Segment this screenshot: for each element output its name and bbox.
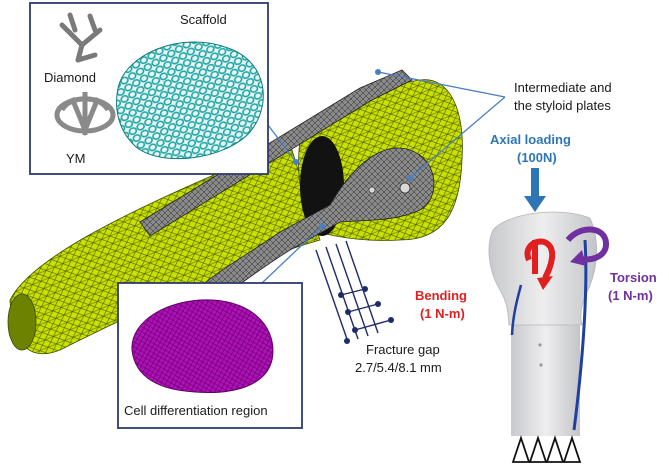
model-plate-wire-left — [510, 284, 523, 336]
plates-label-line1: Intermediate and — [514, 80, 612, 95]
axial-loading-value: (100N) — [517, 150, 557, 165]
model-base-rod — [511, 318, 580, 436]
callout-dot — [293, 159, 299, 165]
loading-model — [488, 211, 597, 463]
callout-dot — [407, 175, 413, 181]
styloid-plate-top — [139, 69, 413, 237]
torsion-arrow-icon — [565, 226, 609, 266]
fracture-gap-label: Fracture gap — [366, 342, 440, 357]
scaffold-inset: Scaffold Diamond YM — [29, 2, 269, 175]
callout-dot — [375, 69, 381, 75]
callout-line-plate-mid — [409, 96, 506, 179]
callout-dot — [319, 223, 325, 229]
fracture-gap-sizes: 2.7/5.4/8.1 mm — [355, 360, 442, 375]
callout-line-cell — [261, 225, 323, 284]
plates — [139, 69, 435, 311]
plates-label-line2: the styloid plates — [514, 98, 611, 113]
model-screw-dot — [538, 343, 542, 347]
ym-lattice-icon — [54, 92, 116, 137]
diamond-lattice-icon — [59, 12, 103, 63]
axial-loading-label: Axial loading — [490, 132, 571, 147]
bending-value: (1 N-m) — [420, 306, 465, 321]
callout-line-plate-top — [377, 71, 506, 98]
fracture-gap-markers — [338, 286, 394, 344]
shaft-end-cap — [7, 293, 37, 351]
bending-label: Bending — [415, 288, 467, 303]
cell-region-label: Cell differentiation region — [124, 403, 268, 418]
plate-screw-hole — [368, 186, 376, 194]
bending-arrow-icon — [524, 238, 556, 290]
cell-region-inset: Cell differentiation region — [117, 282, 303, 429]
diamond-label: Diamond — [44, 70, 96, 85]
scaffold-shape — [116, 41, 264, 160]
torsion-label: Torsion — [610, 270, 657, 285]
scaffold-label: Scaffold — [180, 12, 227, 27]
plate-screw-hole — [399, 182, 411, 194]
fracture-gap-schematic — [315, 240, 392, 343]
torsion-value: (1 N-m) — [608, 288, 653, 303]
cell-region-shape — [131, 299, 274, 394]
callout-line-scaffold — [267, 124, 297, 163]
fixed-support-icon — [511, 435, 582, 463]
axial-arrow-icon — [524, 168, 546, 212]
callout-lines — [261, 71, 506, 284]
ym-label: YM — [66, 151, 86, 166]
model-screw-dot — [539, 363, 543, 367]
